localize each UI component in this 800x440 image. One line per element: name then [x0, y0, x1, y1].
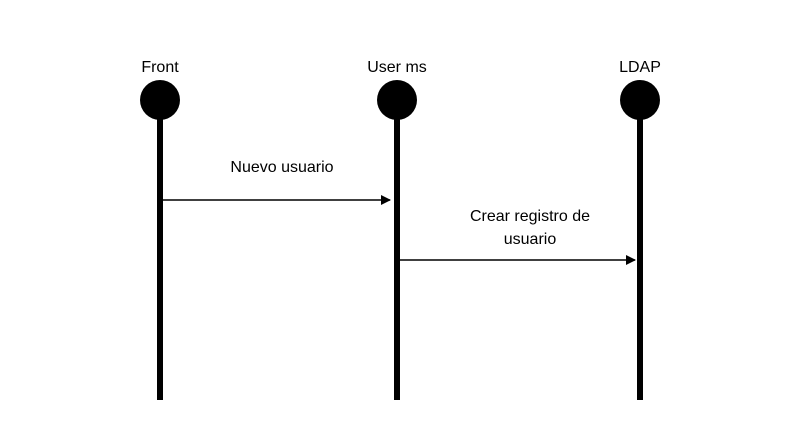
- participant-label-ldap: LDAP: [619, 59, 661, 76]
- participant-head-ldap: [620, 80, 660, 120]
- message-label-line: Nuevo usuario: [230, 159, 334, 176]
- message-label-nuevo-usuario: Nuevo usuario: [182, 156, 382, 179]
- message-label-line: Crear registro de: [469, 208, 591, 225]
- participant-label-front: Front: [141, 59, 179, 76]
- participant-head-front: [140, 80, 180, 120]
- message-label-crear-registro: Crear registro de usuario: [430, 205, 630, 251]
- participant-head-user-ms: [377, 80, 417, 120]
- message-label-line: usuario: [503, 231, 557, 248]
- participant-label-user-ms: User ms: [367, 59, 427, 76]
